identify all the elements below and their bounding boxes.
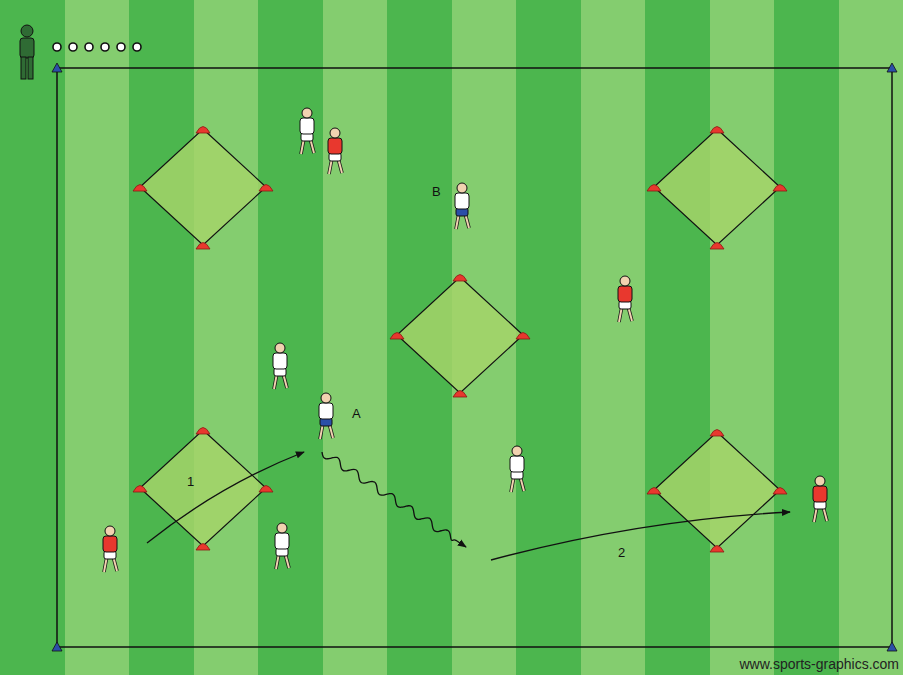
marker-cone bbox=[647, 185, 661, 192]
player-head bbox=[321, 393, 331, 403]
player-figure bbox=[813, 476, 827, 522]
corner-cones bbox=[52, 63, 897, 651]
grid-diamond bbox=[390, 275, 530, 398]
player-head bbox=[620, 276, 630, 286]
player-head bbox=[815, 476, 825, 486]
player-head bbox=[275, 343, 285, 353]
marker-cone bbox=[710, 243, 724, 250]
player-head bbox=[330, 128, 340, 138]
marker-cone bbox=[647, 488, 661, 495]
corner-cone bbox=[52, 642, 62, 651]
grid-diamond bbox=[647, 127, 787, 250]
marker-cone bbox=[773, 185, 787, 192]
player-figure bbox=[618, 276, 632, 322]
player-shirt bbox=[813, 486, 827, 502]
player-head bbox=[302, 108, 312, 118]
player-head bbox=[512, 446, 522, 456]
ball bbox=[53, 43, 61, 51]
diamond-area bbox=[140, 430, 266, 546]
player-shirt bbox=[275, 533, 289, 549]
field-boundary bbox=[57, 68, 892, 647]
player-shirt bbox=[300, 118, 314, 134]
grid-diamond bbox=[647, 430, 787, 553]
diamond-area bbox=[654, 129, 780, 245]
marker-cone bbox=[516, 333, 530, 340]
marker-cone bbox=[133, 486, 147, 493]
pass-arrow bbox=[491, 512, 790, 560]
player-shirt bbox=[103, 536, 117, 552]
marker-cone bbox=[710, 430, 724, 437]
dribble-line bbox=[322, 452, 466, 547]
player-head bbox=[277, 523, 287, 533]
callout-number: 1 bbox=[187, 475, 194, 488]
player-shirt bbox=[273, 353, 287, 369]
player-figure bbox=[273, 343, 287, 389]
marker-cone bbox=[453, 391, 467, 398]
marker-cone bbox=[390, 333, 404, 340]
corner-cone bbox=[887, 642, 897, 651]
diamond-area bbox=[140, 129, 266, 245]
corner-cone bbox=[52, 63, 62, 72]
player-letter: A bbox=[352, 407, 361, 420]
grid-diamonds bbox=[133, 127, 787, 553]
corner-cone bbox=[887, 63, 897, 72]
grid-diamond bbox=[133, 127, 273, 250]
marker-cone bbox=[710, 546, 724, 553]
player-figure bbox=[103, 526, 117, 572]
player-figure bbox=[319, 393, 333, 439]
marker-cone bbox=[196, 428, 210, 435]
marker-cone bbox=[196, 544, 210, 551]
player-head bbox=[457, 183, 467, 193]
marker-cone bbox=[773, 488, 787, 495]
player-head bbox=[105, 526, 115, 536]
run-arrow bbox=[147, 452, 304, 543]
players bbox=[103, 108, 827, 572]
player-figure bbox=[328, 128, 342, 174]
ball bbox=[85, 43, 93, 51]
player-figure bbox=[275, 523, 289, 569]
marker-cone bbox=[453, 275, 467, 282]
ball bbox=[117, 43, 125, 51]
diamond-area bbox=[397, 277, 523, 393]
marker-cone bbox=[196, 127, 210, 134]
ball bbox=[133, 43, 141, 51]
player-shirt bbox=[319, 403, 333, 419]
marker-cone bbox=[710, 127, 724, 134]
marker-cone bbox=[196, 243, 210, 250]
watermark: www.sports-graphics.com bbox=[740, 657, 900, 671]
grid-diamond bbox=[133, 428, 273, 551]
player-shirt bbox=[455, 193, 469, 209]
player-figure bbox=[455, 183, 469, 229]
marker-cone bbox=[259, 486, 273, 493]
player-figure bbox=[510, 446, 524, 492]
player-shirt bbox=[328, 138, 342, 154]
player-figure bbox=[300, 108, 314, 154]
player-shirt bbox=[618, 286, 632, 302]
ball bbox=[101, 43, 109, 51]
marker-cone bbox=[259, 185, 273, 192]
callout-number: 2 bbox=[618, 546, 625, 559]
player-shirt bbox=[510, 456, 524, 472]
marker-cone bbox=[133, 185, 147, 192]
ball bbox=[69, 43, 77, 51]
diamond-area bbox=[654, 432, 780, 548]
coach-figure bbox=[20, 25, 34, 79]
player-letter: B bbox=[432, 185, 441, 198]
ball-row bbox=[53, 43, 141, 51]
